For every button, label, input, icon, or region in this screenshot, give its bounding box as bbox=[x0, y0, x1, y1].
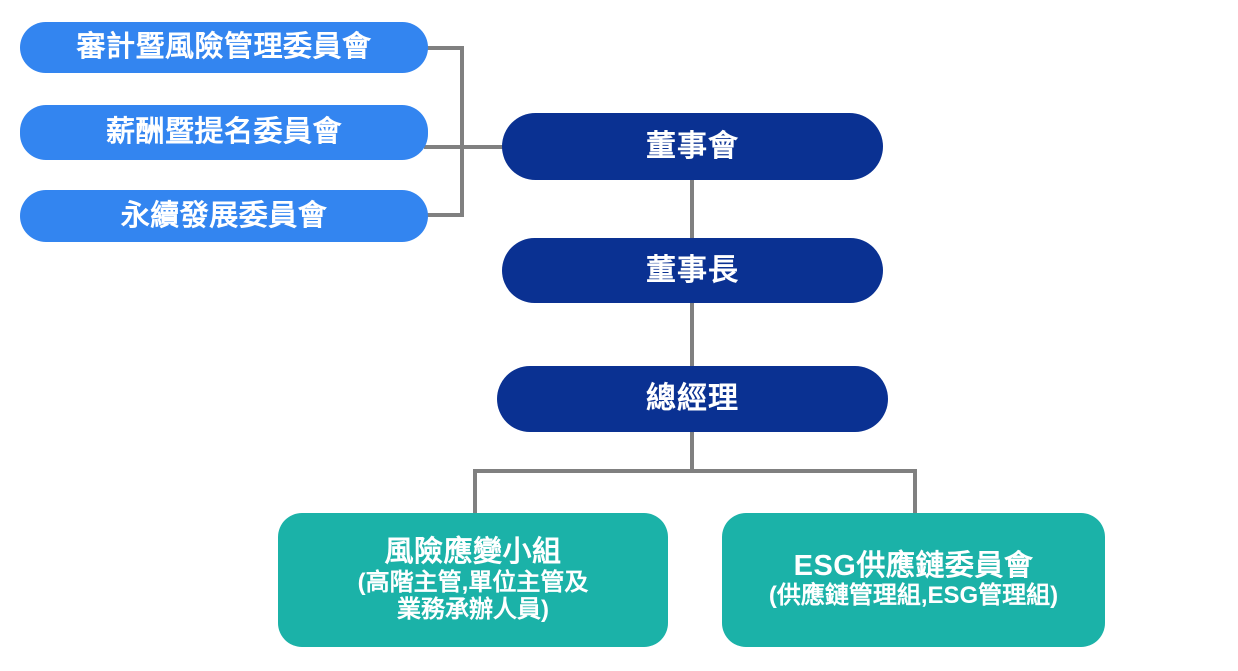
team-risk-response-group[interactable]: 風險應變小組 (高階主管,單位主管及 業務承辦人員) bbox=[278, 513, 668, 647]
connector-chairman-to-gm bbox=[690, 300, 694, 368]
executive-board-of-directors[interactable]: 董事會 bbox=[502, 113, 883, 180]
committee-compensation-nomination[interactable]: 薪酬暨提名委員會 bbox=[20, 105, 428, 160]
committee-label: 永續發展委員會 bbox=[120, 199, 328, 232]
connector-bar-to-team-1 bbox=[473, 469, 477, 517]
connector-committee-2-stub bbox=[424, 145, 464, 149]
executive-label: 總經理 bbox=[646, 382, 739, 416]
executive-label: 董事會 bbox=[646, 129, 739, 163]
connector-committee-3-stub bbox=[424, 213, 464, 217]
connector-committee-bus bbox=[460, 46, 464, 217]
team-title: 風險應變小組 bbox=[384, 536, 562, 569]
executive-general-manager[interactable]: 總經理 bbox=[497, 366, 888, 432]
team-subtitle-line-2: 業務承辦人員) bbox=[396, 595, 549, 623]
connector-gm-drop bbox=[690, 430, 694, 472]
connector-board-to-chairman bbox=[690, 178, 694, 244]
committee-label: 薪酬暨提名委員會 bbox=[105, 116, 342, 149]
committee-label: 審計暨風險管理委員會 bbox=[76, 31, 372, 64]
committee-audit-risk-management[interactable]: 審計暨風險管理委員會 bbox=[20, 22, 428, 73]
executive-label: 董事長 bbox=[646, 253, 739, 287]
committee-sustainable-development[interactable]: 永續發展委員會 bbox=[20, 190, 428, 242]
team-title: ESG供應鏈委員會 bbox=[793, 549, 1034, 582]
team-esg-supply-chain-committee[interactable]: ESG供應鏈委員會 (供應鏈管理組,ESG管理組) bbox=[722, 513, 1105, 647]
team-subtitle: (高階主管,單位主管及 業務承辦人員) bbox=[357, 568, 589, 624]
connector-committee-1-stub bbox=[424, 46, 464, 50]
connector-bus-to-board bbox=[460, 145, 510, 149]
team-subtitle-line-1: (高階主管,單位主管及 bbox=[357, 568, 589, 596]
team-subtitle-line-1: (供應鏈管理組,ESG管理組) bbox=[768, 582, 1059, 610]
executive-chairman[interactable]: 董事長 bbox=[502, 238, 883, 303]
connector-teams-bar bbox=[473, 469, 917, 473]
connector-bar-to-team-2 bbox=[913, 469, 917, 517]
team-subtitle: (供應鏈管理組,ESG管理組) bbox=[768, 582, 1059, 610]
